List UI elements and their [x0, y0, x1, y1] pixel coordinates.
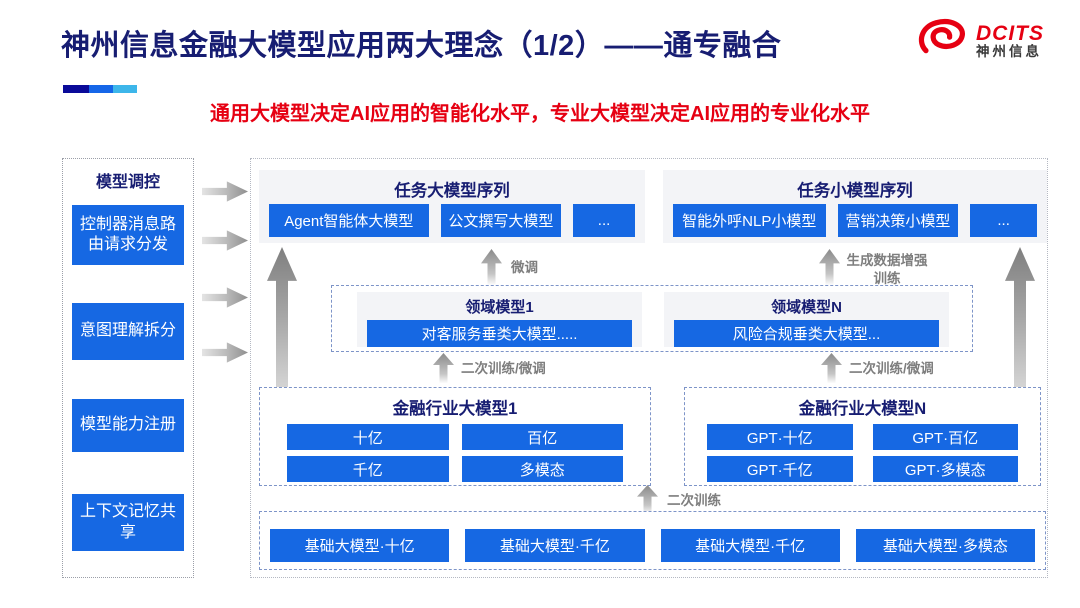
group-title: 领域模型1 — [465, 299, 534, 316]
right-arrow-icon — [202, 342, 248, 363]
up-arrow-icon-retrain-right — [821, 353, 842, 383]
domain-model-n-group: 领域模型N 风险合规垂类大模型... — [664, 292, 949, 347]
accent-segment-dark — [63, 85, 89, 93]
model-box-gpt-1b: GPT·十亿 — [707, 424, 853, 450]
model-box-ellipsis: ... — [970, 204, 1037, 237]
right-arrow-icon — [202, 181, 248, 202]
up-arrow-icon-finetune — [481, 249, 502, 285]
up-arrow-icon-retrain-left — [433, 353, 454, 383]
model-box-risk-compliance: 风险合规垂类大模型... — [674, 320, 939, 347]
accent-segment-light — [113, 85, 137, 93]
model-box-marketing-decision: 营销决策小模型 — [837, 204, 959, 237]
group-title: 任务大模型序列 — [394, 182, 510, 200]
retrain-finetune-label-left: 二次训练/微调 — [461, 361, 546, 376]
group-title: 金融行业大模型N — [798, 400, 927, 418]
model-box-base-100b-b: 基础大模型·千亿 — [660, 529, 840, 562]
base-model-container: 基础大模型·十亿 基础大模型·千亿 基础大模型·千亿 基础大模型·多模态 — [259, 511, 1046, 570]
group-title: 金融行业大模型1 — [392, 400, 518, 418]
group-title: 任务小模型序列 — [797, 182, 913, 200]
task-small-model-group: 任务小模型序列 智能外呼NLP小模型 营销决策小模型 ... — [663, 170, 1047, 243]
model-box-base-multimodal: 基础大模型·多模态 — [855, 529, 1035, 562]
finance-industry-model-1-group: 金融行业大模型1 十亿 百亿 千亿 多模态 — [259, 387, 651, 486]
dcits-logo: DCITS 神州信息 — [915, 16, 1044, 65]
sidebar-item-context-memory: 上下文记忆共享 — [72, 494, 184, 551]
title-accent-bar — [63, 85, 137, 93]
gendata-train-label: 生成数据增强训练 — [846, 253, 928, 286]
domain-model-1-group: 领域模型1 对客服务垂类大模型..... — [357, 292, 642, 347]
page-title: 神州信息金融大模型应用两大理念（1/2）——通专融合 — [61, 30, 782, 62]
retrain-finetune-label-right: 二次训练/微调 — [849, 361, 934, 376]
model-architecture-panel: 任务大模型序列 Agent智能体大模型 公文撰写大模型 ... 任务小模型序列 … — [250, 158, 1048, 578]
domain-model-container: 领域模型1 对客服务垂类大模型..... 领域模型N 风险合规垂类大模型... — [331, 285, 973, 352]
model-box-gpt-10b: GPT·百亿 — [872, 424, 1018, 450]
model-box-multimodal: 多模态 — [461, 456, 623, 482]
finetune-label: 微调 — [511, 260, 538, 275]
sidebar-item-message-routing: 控制器消息路由请求分发 — [72, 205, 184, 265]
model-box-nlp-outbound: 智能外呼NLP小模型 — [673, 204, 826, 237]
model-box-100b: 千亿 — [287, 456, 449, 482]
retrain-label: 二次训练 — [667, 493, 721, 508]
accent-segment-blue — [89, 85, 113, 93]
model-box-ellipsis: ... — [573, 204, 635, 237]
sidebar-item-intent-split: 意图理解拆分 — [72, 303, 184, 360]
slide-subtitle: 通用大模型决定AI应用的智能化水平，专业大模型决定AI应用的专业化水平 — [210, 103, 870, 125]
model-control-panel: 模型调控 控制器消息路由请求分发 意图理解拆分 模型能力注册 上下文记忆共享 — [62, 158, 194, 578]
model-box-agent: Agent智能体大模型 — [269, 204, 429, 237]
sidebar-title: 模型调控 — [95, 174, 160, 191]
model-box-base-1b: 基础大模型·十亿 — [270, 529, 450, 562]
model-box-gpt-100b: GPT·千亿 — [707, 456, 853, 482]
dcits-swirl-icon — [915, 16, 969, 65]
group-title: 领域模型N — [771, 299, 842, 316]
up-arrow-icon-gendata — [819, 249, 840, 285]
finance-industry-model-n-group: 金融行业大模型N GPT·十亿 GPT·百亿 GPT·千亿 GPT·多模态 — [684, 387, 1041, 486]
model-box-10b: 百亿 — [461, 424, 623, 450]
sidebar-item-capability-register: 模型能力注册 — [72, 399, 184, 452]
model-box-base-100b-a: 基础大模型·千亿 — [465, 529, 645, 562]
logo-brand-text: DCITS — [976, 21, 1044, 45]
model-box-gpt-multimodal: GPT·多模态 — [872, 456, 1018, 482]
model-box-document-writing: 公文撰写大模型 — [440, 204, 562, 237]
up-arrow-icon-retrain-base — [637, 485, 658, 514]
right-arrow-icon — [202, 230, 248, 251]
model-box-customer-service: 对客服务垂类大模型..... — [367, 320, 632, 347]
right-arrow-icon — [202, 287, 248, 308]
model-box-1b: 十亿 — [287, 424, 449, 450]
task-large-model-group: 任务大模型序列 Agent智能体大模型 公文撰写大模型 ... — [259, 170, 645, 243]
logo-brand-cn-text: 神州信息 — [976, 43, 1042, 59]
